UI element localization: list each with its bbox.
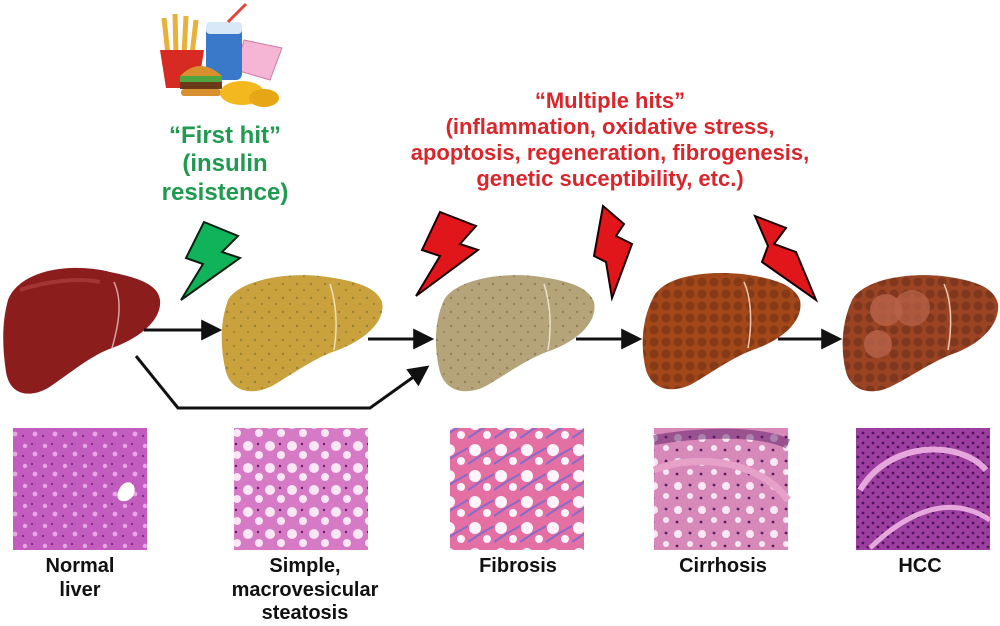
histology-steatosis [234,428,368,550]
stage-label-line: Fibrosis [479,555,557,577]
red-lightning-icon [592,204,634,302]
histology-normal [13,428,147,550]
first-hit-line: (insulin [182,150,268,178]
liver-normal [3,267,161,394]
multiple-hits-line: (inflammation, oxidative stress, [445,113,775,139]
stage-label-line: steatosis [261,602,349,625]
stage-label-line: HCC [898,555,942,577]
stage-label-steatosis: Simple, macrovesicular steatosis [200,555,410,626]
liver-fibrosis [435,275,595,392]
green-lightning-icon [180,220,243,301]
multiple-hits-line: apoptosis, regeneration, fibrogenesis, [410,139,810,165]
stage-label-line: macrovesicular [231,578,379,601]
histology-cirrhosis [652,428,791,550]
fast-food-icon [160,2,283,107]
stage-label-hcc: HCC [855,555,985,579]
multiple-hits-title: “Multiple hits” [534,88,686,113]
stage-label-fibrosis: Fibrosis [448,555,588,579]
red-lightning-icon [415,210,481,297]
liver-cirrhosis [642,272,801,390]
stage-label-line: Cirrhosis [679,555,767,577]
stage-label-normal-liver: Normal liver [10,555,150,602]
histology-fibrosis [450,428,584,550]
first-hit-label: “First hit” (insulin resistence) [130,122,320,207]
multiple-hits-line: genetic suceptibility, etc.) [476,165,744,191]
stage-label-line: liver [59,578,101,601]
stage-label-cirrhosis: Cirrhosis [648,555,798,579]
red-lightning-icon [753,214,819,303]
stage-label-line: Simple, [269,555,341,577]
arrow-normal-to-fibrosis [134,355,430,410]
multiple-hits-label: “Multiple hits” (inflammation, oxidative… [370,88,850,192]
first-hit-title: “First hit” [169,122,281,149]
liver-hcc [842,275,999,392]
liver-steatosis [221,275,383,392]
histology-hcc [856,428,992,550]
first-hit-line: resistence) [161,178,289,206]
stage-label-line: Normal [45,555,115,577]
